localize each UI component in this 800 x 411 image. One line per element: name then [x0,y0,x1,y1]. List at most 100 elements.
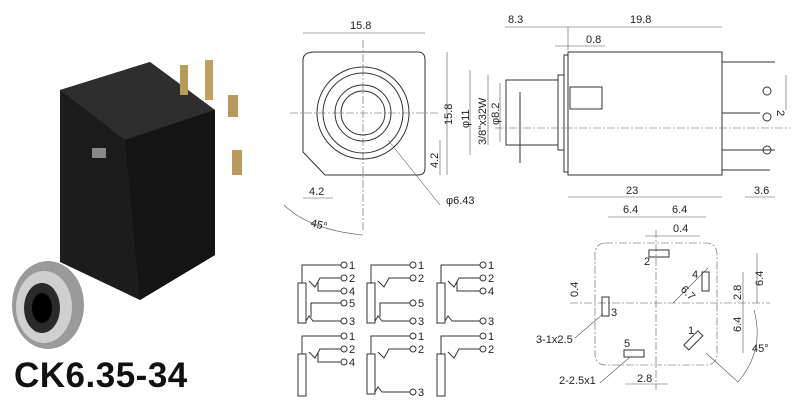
pin-label-3: 3 [611,307,617,319]
pin-pad-3 [601,296,610,317]
dim-front-width: 15.8 [350,20,371,32]
switch-wire [317,352,341,363]
schematic-4: 124 [297,331,355,397]
tip-contact [366,282,376,324]
dim-front-height: 15.8 [443,104,455,125]
schematic-3: 124 3 [436,260,494,328]
switch-wire [456,281,480,292]
ring-normal-wire [310,302,341,317]
terminal-5 [409,299,417,307]
terminal-label-2: 2 [488,344,494,356]
ring-spring [305,315,341,322]
terminal-label-2: 2 [418,273,424,285]
tip-spring [447,277,480,288]
side-view: 8.3 19.8 0.8 φ11 3/8"x32W φ8.2 2 23 3.6 [460,14,790,198]
pin-label-4: 4 [692,269,698,281]
terminal-label-1: 1 [488,331,494,343]
terminal-label-3: 3 [418,316,424,328]
pin-label-5: 5 [624,338,630,350]
dim-pcb-diag: 6.7 [678,284,697,303]
terminal-3 [479,317,487,325]
dim-pin-length: 3.6 [754,185,769,197]
terminal-label-5: 5 [418,298,424,310]
terminal-4 [340,287,348,295]
dim-pcb-offset-top: 0.4 [673,223,688,235]
dim-inner-dia: φ8.2 [490,103,502,125]
tip-contact [436,282,446,324]
dim-pcb-right: 6.4 [672,204,687,216]
slot-2-size: 2-2.5x1 [559,375,596,387]
tip-wire [370,335,410,354]
terminal-label-4: 4 [488,286,494,298]
terminal-label-4: 4 [349,286,355,298]
terminal-label-2: 2 [488,273,494,285]
tip-spring [308,277,341,288]
terminal-label-1: 1 [488,260,494,272]
dim-pcb-h28: 2.8 [637,373,652,385]
dim-front-offset-h: 4.2 [309,186,324,198]
terminal-label-1: 1 [418,331,424,343]
terminal-label-2: 2 [418,344,424,356]
pin-pad-5 [623,349,645,358]
dim-pcb-angle: 45° [752,343,769,355]
dim-front-angle: 45° [309,217,328,233]
terminal-3 [340,317,348,325]
pcb-layout: 6.4 6.4 0.4 0.4 6.7 2.8 6.4 6.4 45° 3-1x… [536,204,770,390]
dim-pcb-offset-left: 0.4 [569,282,581,297]
tip-contact [297,353,307,397]
dim-thread: 3/8"x32W [477,97,489,145]
tip-spring [308,348,341,359]
dim-pcb-v-bottom: 6.4 [732,317,744,332]
dim-pcb-v28: 2.8 [732,285,744,300]
terminal-2 [479,274,487,282]
terminal-1 [479,332,487,340]
product-model-title: CK6.35-34 [14,356,188,395]
pin-pad-1 [683,330,704,351]
terminal-2 [409,345,417,353]
ring-spring [444,315,480,322]
terminal-1 [409,332,417,340]
terminal-label-3: 3 [418,387,424,399]
terminal-5 [340,299,348,307]
terminal-2 [340,345,348,353]
tip-spring [447,348,480,359]
terminal-1 [479,261,487,269]
tip-contact [366,353,376,395]
terminal-2 [409,274,417,282]
dim-flange: 0.8 [586,34,601,46]
tip-wire [370,264,410,283]
tip-wire [440,335,480,354]
schematic-6: 12 [436,331,494,397]
terminal-1 [409,261,417,269]
ring-spring [374,315,410,322]
terminal-label-4: 4 [349,357,355,369]
terminal-label-3: 3 [349,316,355,328]
dim-total-length: 23 [626,185,638,197]
product-photo [12,60,242,349]
terminal-label-3: 3 [488,316,494,328]
terminal-3 [409,388,417,396]
pin-label-2: 2 [644,256,650,268]
tip-contact [436,353,446,397]
pin-pad-2 [648,249,670,258]
terminal-label-1: 1 [349,331,355,343]
tip-wire [301,335,341,354]
pin-label-1: 1 [688,325,694,337]
dim-hole-dia: φ6.43 [446,195,475,207]
switch-wire [317,281,341,292]
terminal-label-1: 1 [349,260,355,272]
ring-spring [374,386,410,393]
terminal-1 [340,261,348,269]
terminal-4 [479,287,487,295]
tip-wire [440,264,480,283]
dim-outer-dia: φ11 [460,109,472,128]
tip-spring [377,348,410,359]
ring-normal-wire [379,302,410,317]
dim-pcb-v-top: 6.4 [754,271,766,286]
slot-3-size: 3-1x2.5 [536,334,573,346]
terminal-1 [340,332,348,340]
